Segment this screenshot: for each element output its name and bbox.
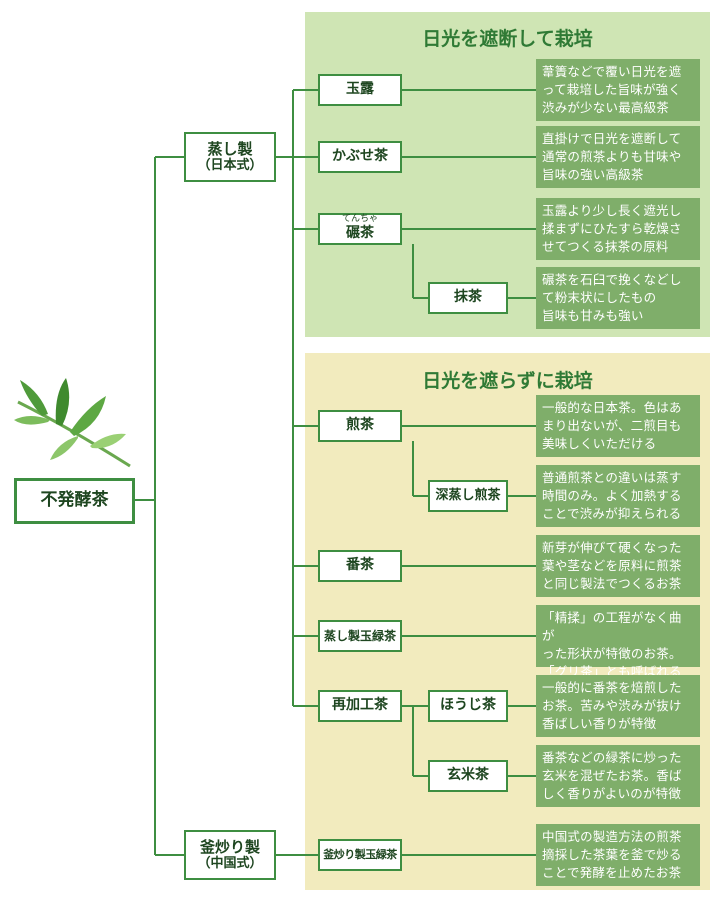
desc-hojicha: 一般的に番茶を焙煎した お茶。苦みや渋みが抜け 香ばしい香りが特徴 bbox=[536, 675, 700, 737]
node-kabusecha: かぶせ茶 bbox=[318, 141, 402, 173]
node-kamairisei-tamaryokucha: 釜炒り製玉緑茶 bbox=[318, 839, 402, 871]
node-hojicha: ほうじ茶 bbox=[428, 690, 508, 722]
sun-panel-title: 日光を遮らずに栽培 bbox=[422, 370, 593, 392]
steamed-sublabel: （日本式） bbox=[197, 158, 263, 174]
node-tencha: てんちゃ 碾茶 bbox=[318, 213, 402, 245]
tea-leaf-icon bbox=[14, 378, 131, 468]
pan-fired-node: 釜炒り製 （中国式） bbox=[184, 830, 276, 880]
label-kamairisei-tamaryokucha: 釜炒り製玉緑茶 bbox=[323, 848, 397, 862]
desc-fukamushi-sencha: 普通煎茶との違いは蒸す 時間のみ。よく加熱する ことで渋みが抑えられる bbox=[536, 465, 700, 527]
desc-tencha: 玉露より少し長く遮光し 揉まずにひたすら乾燥さ せてつくる抹茶の原料 bbox=[536, 198, 700, 260]
ruby-tencha: てんちゃ bbox=[341, 214, 378, 225]
label-fukamushi-sencha: 深蒸し煎茶 bbox=[435, 487, 501, 503]
steamed-node: 蒸し製 （日本式） bbox=[184, 132, 276, 182]
desc-bancha: 新芽が伸びて硬くなった 葉や茎などを原料に煎茶 と同じ製法でつくるお茶 bbox=[536, 535, 700, 597]
node-saikakocha: 再加工茶 bbox=[318, 690, 402, 722]
root-node-fuhakkocha: 不発酵茶 bbox=[14, 478, 135, 524]
label-matcha: 抹茶 bbox=[454, 289, 482, 306]
desc-kamairisei-tamaryokucha: 中国式の製造方法の煎茶 摘採した茶葉を釜で炒る ことで発酵を止めたお茶 bbox=[536, 824, 700, 886]
steamed-label: 蒸し製 bbox=[207, 139, 253, 158]
desc-genmaicha: 番茶などの緑茶に炒った 玄米を混ぜたお茶。香ば しく香りがよいのが特徴 bbox=[536, 745, 700, 807]
desc-sencha: 一般的な日本茶。色はあ まり出ないが、二煎目も 美味しくいただける bbox=[536, 395, 700, 457]
root-label: 不発酵茶 bbox=[40, 490, 109, 511]
label-mushisei-tamaryokucha: 蒸し製玉緑茶 bbox=[323, 628, 396, 643]
desc-gyokuro: 葦簀などで覆い日光を遮 って栽培した旨味が強く 渋みが少ない最高級茶 bbox=[536, 59, 700, 121]
node-fukamushi-sencha: 深蒸し煎茶 bbox=[428, 480, 508, 512]
pan-fired-label: 釜炒り製 bbox=[199, 837, 260, 856]
desc-kabusecha: 直掛けで日光を遮断して 通常の煎茶よりも甘味や 旨味の強い高級茶 bbox=[536, 126, 700, 188]
label-saikakocha: 再加工茶 bbox=[332, 697, 388, 714]
label-genmaicha: 玄米茶 bbox=[447, 767, 489, 784]
node-gyokuro: 玉露 bbox=[318, 74, 402, 106]
label-gyokuro: 玉露 bbox=[346, 81, 374, 98]
node-matcha: 抹茶 bbox=[428, 282, 508, 314]
desc-matcha: 碾茶を石臼で挽くなどし て粉末状にしたもの 旨味も甘みも強い bbox=[536, 267, 700, 329]
node-genmaicha: 玄米茶 bbox=[428, 760, 508, 792]
node-mushisei-tamaryokucha: 蒸し製玉緑茶 bbox=[318, 620, 402, 652]
label-bancha: 番茶 bbox=[346, 557, 374, 574]
node-bancha: 番茶 bbox=[318, 550, 402, 582]
shade-panel-title: 日光を遮断して栽培 bbox=[422, 28, 593, 50]
label-tencha: 碾茶 bbox=[346, 225, 374, 242]
label-hojicha: ほうじ茶 bbox=[440, 697, 496, 714]
node-sencha: 煎茶 bbox=[318, 410, 402, 442]
label-sencha: 煎茶 bbox=[346, 417, 374, 434]
pan-fired-sublabel: （中国式） bbox=[197, 856, 263, 872]
desc-mushisei-tamaryokucha: 「精揉」の工程がなく曲が った形状が特徴のお茶。 「グリ茶」とも呼ばれる bbox=[536, 605, 700, 679]
label-kabusecha: かぶせ茶 bbox=[332, 148, 388, 165]
